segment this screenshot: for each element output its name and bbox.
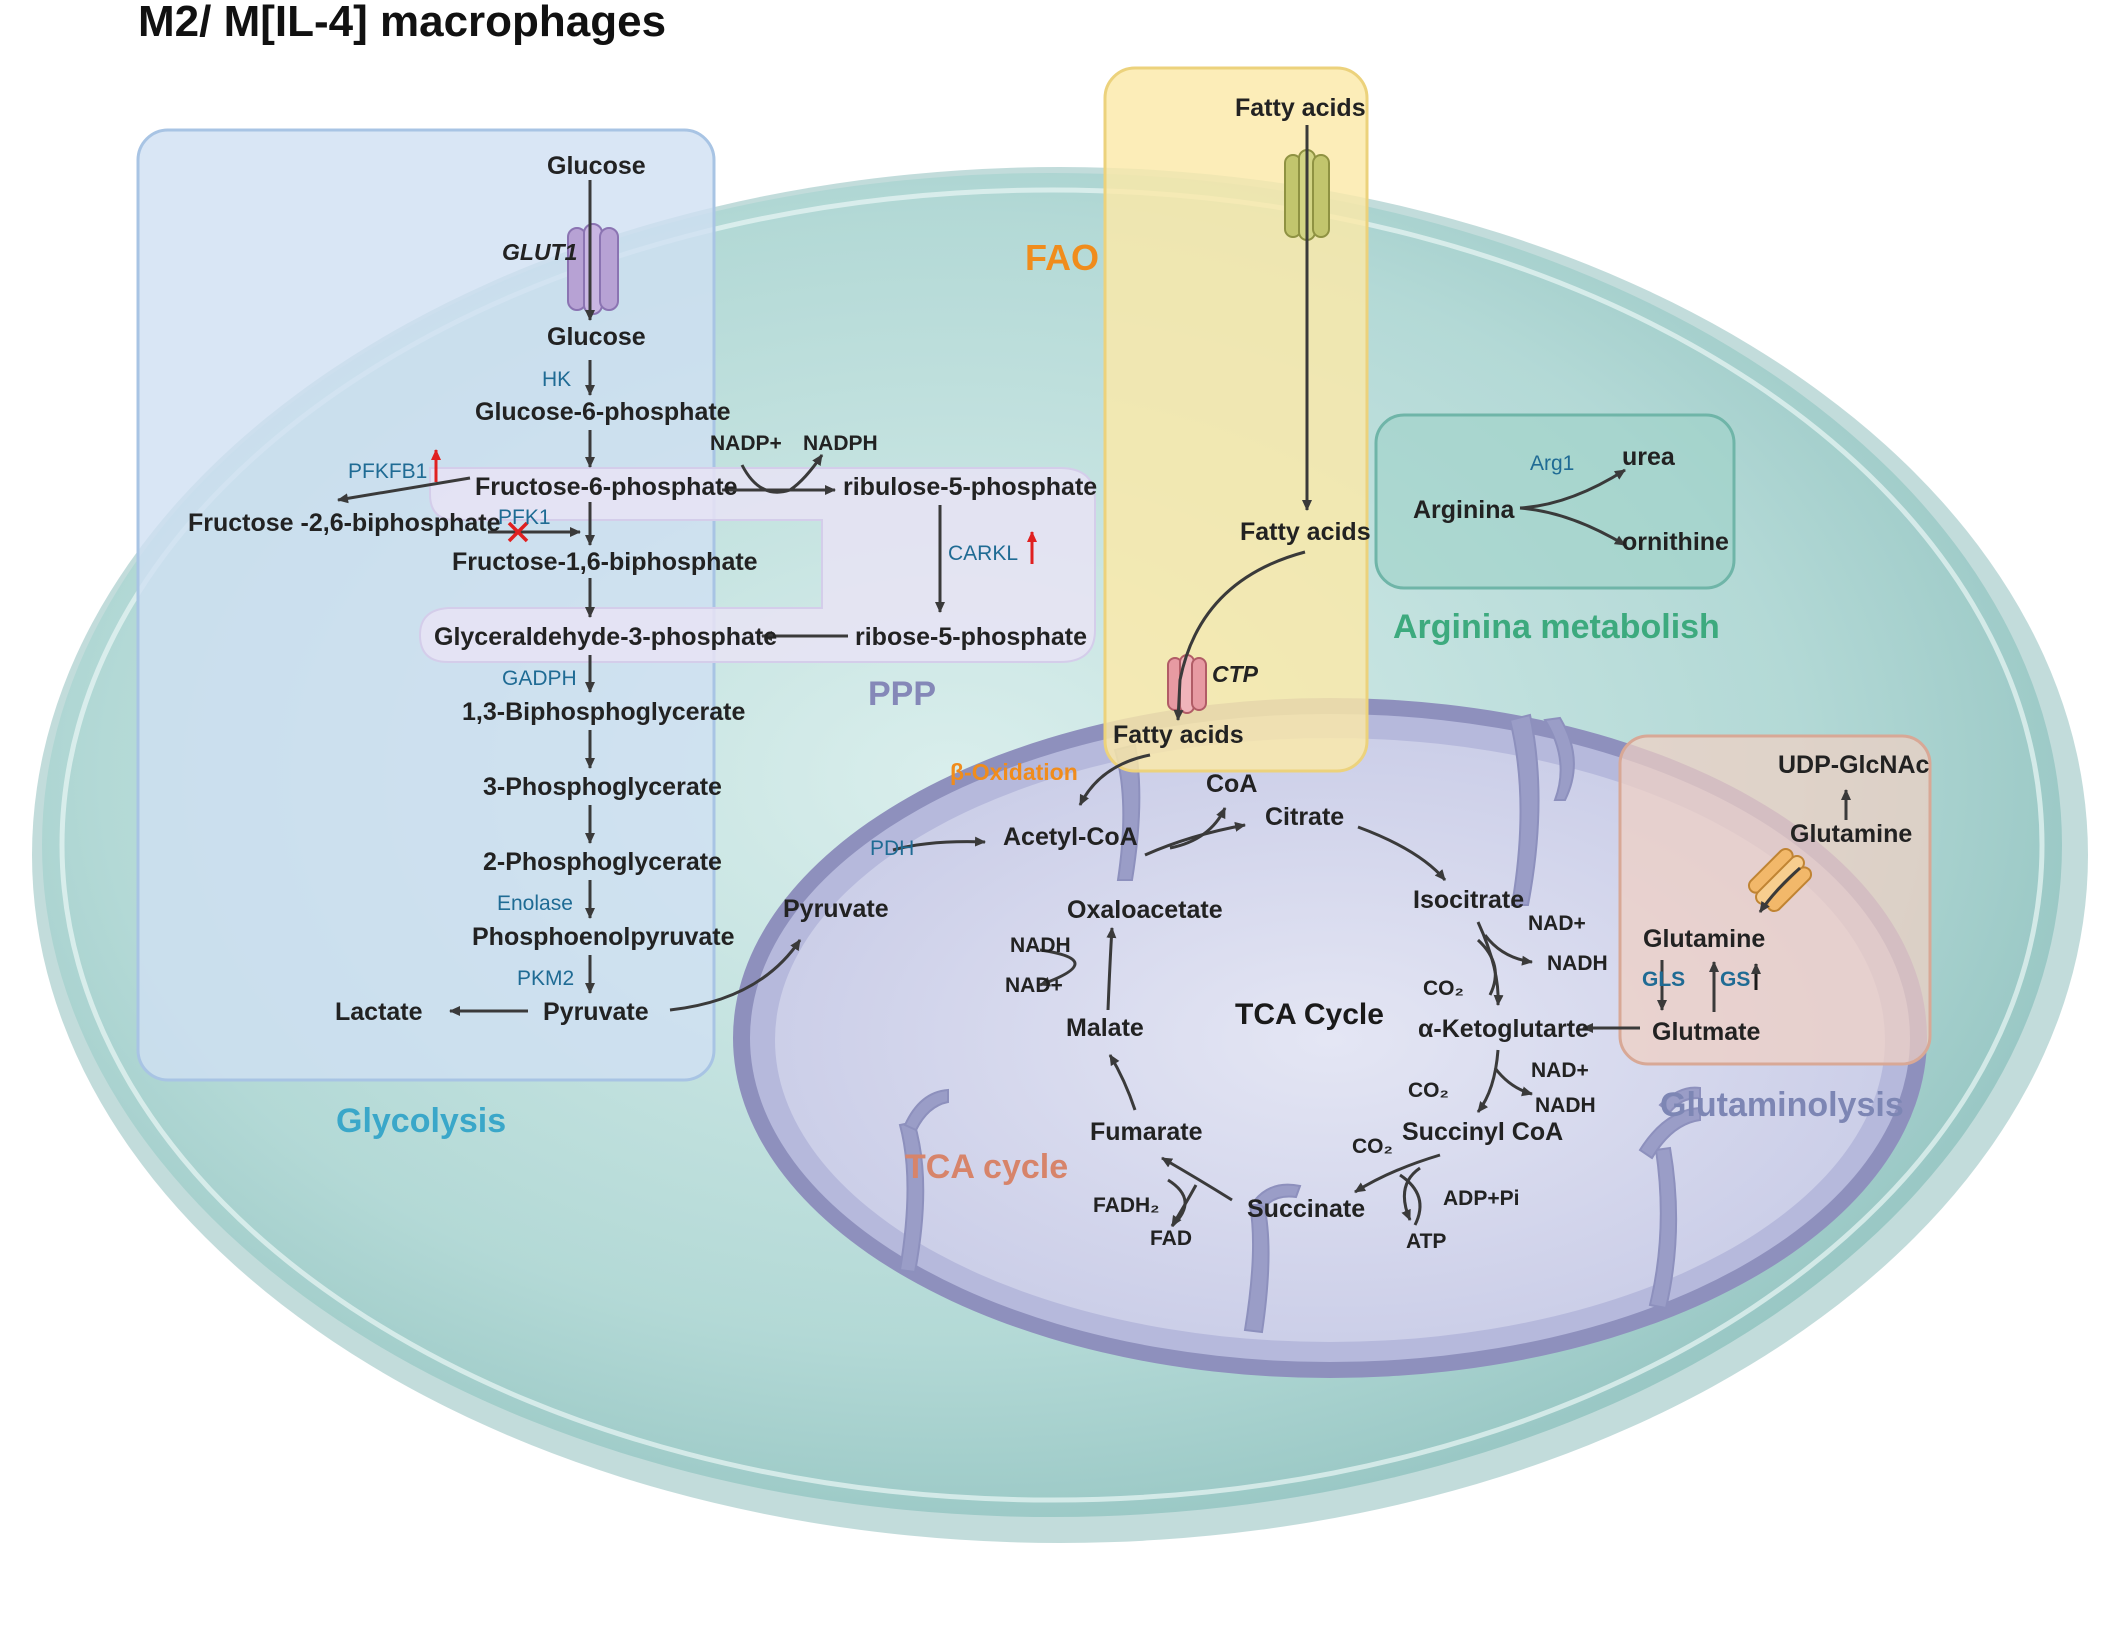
glucose-intracellular: Glucose (547, 323, 646, 351)
nad-plus-2: NAD+ (1531, 1059, 1589, 1082)
fao-label: FAO (1025, 237, 1099, 278)
arg1-enzyme: Arg1 (1530, 452, 1574, 475)
pfk1-inhibited-icon (507, 521, 529, 543)
glyceraldehyde-3-phosphate: Glyceraldehyde-3-phosphate (434, 623, 777, 651)
fructose-6-phosphate: Fructose-6-phosphate (475, 473, 738, 501)
gls-enzyme: GLS (1642, 968, 1685, 991)
succinyl-coa: Succinyl CoA (1402, 1118, 1563, 1146)
co2-3: CO₂ (1352, 1135, 1393, 1158)
fadh2: FADH₂ (1093, 1194, 1160, 1217)
glutamine-extracellular: Glutamine (1790, 820, 1912, 848)
urea: urea (1622, 443, 1676, 471)
1-3-biphosphoglycerate: 1,3-Biphosphoglycerate (462, 698, 745, 726)
nad-plus-1: NAD+ (1528, 912, 1586, 935)
nadp-plus: NADP+ (710, 432, 782, 455)
pyruvate-mitochondria: Pyruvate (783, 895, 889, 923)
malate: Malate (1066, 1014, 1144, 1042)
nad-plus-3: NAD+ (1005, 974, 1063, 997)
glucose-6-phosphate: Glucose-6-phosphate (475, 398, 731, 426)
isocitrate: Isocitrate (1413, 886, 1524, 914)
ctp-label: CTP (1212, 661, 1259, 687)
alpha-ketoglutarate: α-Ketoglutarte (1418, 1015, 1589, 1043)
fatty-acids-extracellular: Fatty acids (1235, 94, 1366, 122)
ornithine: ornithine (1622, 528, 1729, 556)
glut1-transporter-icon (567, 223, 619, 315)
3-phosphoglycerate: 3-Phosphoglycerate (483, 773, 722, 801)
oxaloacetate: Oxaloacetate (1067, 896, 1223, 924)
carkl-enzyme: CARKL (948, 542, 1018, 565)
ribose-5-phosphate: ribose-5-phosphate (855, 623, 1087, 651)
tca-region-label: TCA cycle (905, 1148, 1068, 1186)
lactate: Lactate (335, 998, 423, 1026)
acetyl-coa: Acetyl-CoA (1003, 823, 1138, 851)
glutamine-intracellular: Glutamine (1643, 925, 1765, 953)
coa: CoA (1206, 770, 1257, 798)
ribulose-5-phosphate: ribulose-5-phosphate (843, 473, 1097, 501)
2-phosphoglycerate: 2-Phosphoglycerate (483, 848, 722, 876)
fao-region (1103, 66, 1369, 773)
nadh-3: NADH (1010, 934, 1071, 957)
nadh-2: NADH (1535, 1094, 1596, 1117)
co2-1: CO₂ (1423, 977, 1464, 1000)
fatty-acids-mitochondria: Fatty acids (1113, 721, 1244, 749)
glut1-label: GLUT1 (502, 239, 577, 265)
glutamate: Glutmate (1652, 1018, 1760, 1046)
ctp-transporter-icon (1167, 654, 1207, 714)
beta-oxidation-label: β-Oxidation (950, 759, 1078, 785)
enolase-enzyme: Enolase (497, 892, 573, 915)
glycolysis-region (136, 128, 716, 1082)
pfk1-enzyme: PFK1 (498, 506, 551, 529)
glutaminolysis-label: Glutaminolysis (1660, 1086, 1904, 1124)
ppp-label: PPP (868, 675, 936, 713)
phosphoenolpyruvate: Phosphoenolpyruvate (472, 923, 735, 951)
succinate: Succinate (1247, 1195, 1365, 1223)
fructose-1-6-biphosphate: Fructose-1,6-biphosphate (452, 548, 758, 576)
atp: ATP (1406, 1230, 1446, 1253)
co2-2: CO₂ (1408, 1079, 1449, 1102)
citrate: Citrate (1265, 803, 1344, 831)
nadph-ppp: NADPH (803, 432, 878, 455)
figure-title: M2/ M[IL-4] macrophages (138, 0, 666, 46)
tca-cycle-center-label: TCA Cycle (1235, 998, 1384, 1031)
fatty-acids-cytosol: Fatty acids (1240, 518, 1371, 546)
pfkfb1-enzyme: PFKFB1 (348, 460, 427, 483)
hk-enzyme: HK (542, 368, 571, 391)
nadh-1: NADH (1547, 952, 1608, 975)
arginina: Arginina (1413, 496, 1515, 524)
pyruvate-cytosol: Pyruvate (543, 998, 649, 1026)
adp-pi: ADP+Pi (1443, 1187, 1519, 1210)
udp-glcnac: UDP-GlcNAc (1778, 751, 1930, 779)
gs-enzyme: GS (1720, 968, 1750, 991)
fumarate: Fumarate (1090, 1118, 1203, 1146)
pkm2-enzyme: PKM2 (517, 967, 574, 990)
gadph-enzyme: GADPH (502, 667, 577, 690)
glycolysis-label: Glycolysis (336, 1102, 506, 1140)
fad: FAD (1150, 1227, 1192, 1250)
glucose-extracellular: Glucose (547, 152, 646, 180)
pdh-enzyme: PDH (870, 837, 914, 860)
arginine-label: Arginina metabolish (1393, 608, 1720, 646)
fructose-2-6-biphosphate: Fructose -2,6-biphosphate (188, 509, 501, 537)
